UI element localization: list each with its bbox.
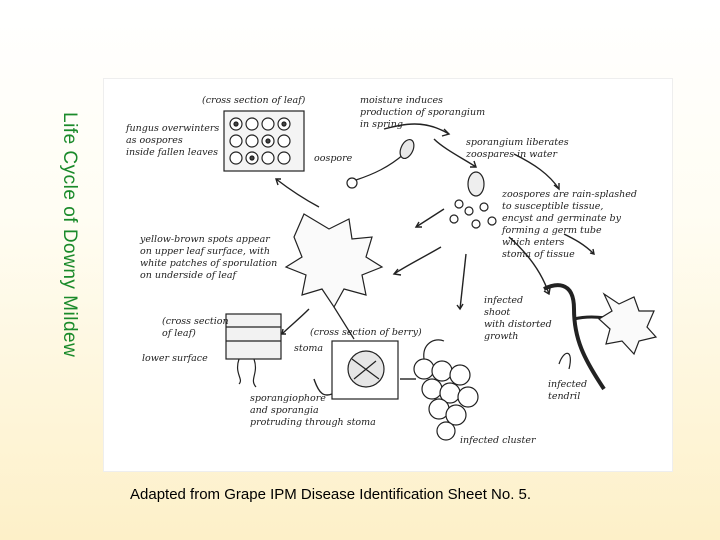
label-yellow-brown-spots: yellow-brown spots appear on upper leaf … — [140, 234, 278, 281]
label-cross-section-berry: (cross section of berry) — [310, 327, 422, 338]
label-cross-section-leaf: (cross section of leaf) — [202, 95, 306, 106]
cycle-arrows — [275, 123, 595, 396]
label-lower-surface: lower surface — [142, 353, 208, 364]
sporangium-illustration — [449, 171, 497, 229]
infected-shoot-illustration — [543, 283, 658, 391]
grape-leaf-illustration — [284, 213, 384, 340]
label-moisture-induces: moisture induces production of sporangiu… — [360, 95, 486, 130]
label-stoma: stoma — [294, 343, 324, 354]
label-sporangiophore: sporangiophore and sporangia protruding … — [250, 393, 376, 428]
berry-cross-section-illustration — [331, 340, 399, 400]
label-cross-section-leaf-lower: (cross section of leaf) — [162, 316, 229, 339]
source-caption: Adapted from Grape IPM Disease Identific… — [130, 486, 532, 503]
diagram-drawing — [223, 110, 658, 441]
label-sporangium-liberates: sporangium liberates zoospares in water — [466, 137, 569, 160]
oospore-illustration — [346, 138, 415, 189]
slide-title: Life Cycle of Downy Mildew — [59, 112, 80, 358]
label-infected-cluster: infected cluster — [460, 435, 536, 446]
label-infected-tendril: infected tendril — [548, 379, 588, 402]
leaf-cross-section-illustration — [223, 110, 305, 172]
label-fungus-overwinters: fungus overwinters as oospores inside fa… — [126, 123, 220, 158]
label-zoospores: zoospores are rain-splashed to susceptib… — [502, 189, 637, 260]
label-oospore: oospore — [314, 153, 353, 164]
downy-mildew-diagram: (cross section of leaf) fungus overwinte… — [103, 78, 673, 472]
infected-cluster-illustration — [413, 339, 479, 441]
label-infected-shoot: infected shoot with distorted growth — [484, 295, 552, 342]
lower-leaf-cross-section-illustration — [225, 313, 282, 388]
